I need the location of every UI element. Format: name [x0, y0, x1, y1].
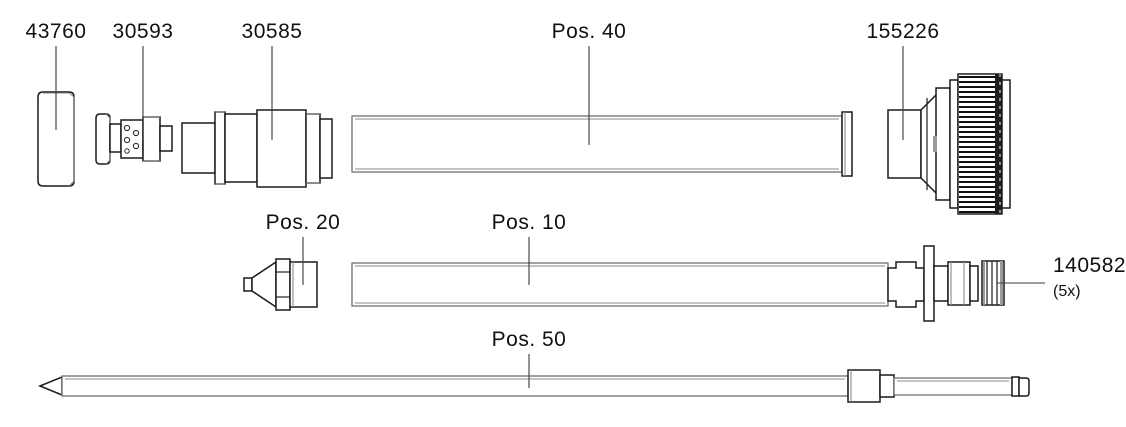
part-pos10-connector[interactable] [887, 245, 979, 322]
part-pos40[interactable] [351, 111, 853, 177]
part-43760[interactable] [37, 91, 75, 187]
part-155226[interactable] [887, 73, 1011, 215]
label-155226: 155226 [866, 20, 939, 43]
part-30593[interactable] [95, 113, 173, 165]
label-30585: 30585 [242, 20, 303, 43]
label-43760: 43760 [26, 20, 87, 43]
label-pos20: Pos. 20 [266, 211, 341, 234]
part-pos10[interactable] [351, 262, 889, 307]
part-pos20[interactable] [243, 258, 318, 311]
label-140582: 140582 [1053, 254, 1126, 277]
label-140582-qty: (5x) [1053, 283, 1081, 300]
label-pos50: Pos. 50 [492, 328, 567, 351]
label-30593: 30593 [113, 20, 174, 43]
part-pos50[interactable] [38, 369, 1030, 403]
knurl-pattern [959, 74, 1002, 214]
part-30585[interactable] [181, 109, 333, 188]
label-pos40: Pos. 40 [552, 20, 627, 43]
label-pos10: Pos. 10 [492, 211, 567, 234]
